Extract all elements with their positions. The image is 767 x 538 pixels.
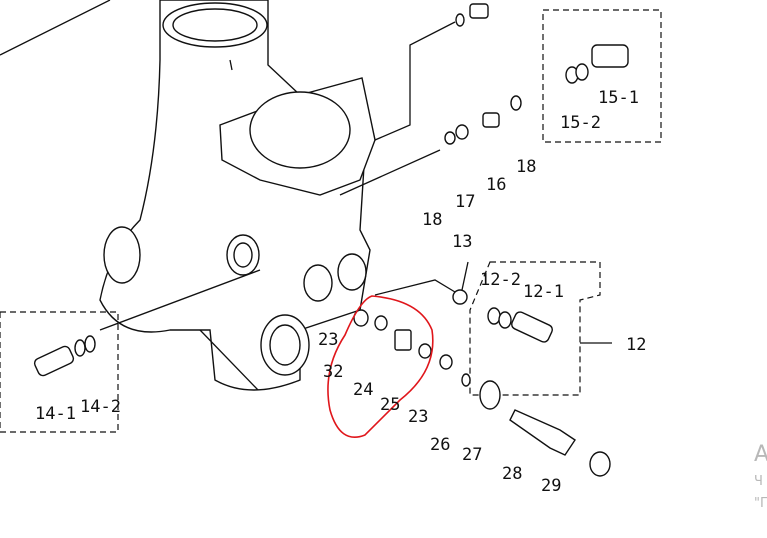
label-23a: 23 — [318, 330, 338, 350]
group-12-box — [469, 261, 601, 396]
watermark-line2: Ч — [754, 474, 763, 489]
label-12-1: 12-1 — [523, 282, 564, 302]
label-25: 25 — [380, 395, 400, 415]
housing — [0, 0, 376, 391]
label-17: 17 — [455, 192, 475, 212]
label-15-2: 15-2 — [560, 113, 601, 133]
label-14-2: 14-2 — [80, 397, 121, 417]
label-29: 29 — [541, 476, 561, 496]
label-23b: 23 — [408, 407, 428, 427]
small-parts — [33, 3, 629, 477]
label-32: 32 — [323, 362, 343, 382]
label-12: 12 — [626, 335, 646, 355]
label-16: 16 — [486, 175, 506, 195]
label-13: 13 — [452, 232, 472, 252]
leader-lines — [99, 21, 612, 344]
watermark-line1: А — [754, 442, 767, 467]
label-18b: 18 — [422, 210, 442, 230]
label-18a: 18 — [516, 157, 536, 177]
label-12-2: 12-2 — [480, 270, 521, 290]
label-15-1: 15-1 — [598, 88, 639, 108]
label-27: 27 — [462, 445, 482, 465]
group-15-box — [542, 9, 662, 143]
highlight-circle — [327, 295, 434, 438]
label-14-1: 14-1 — [35, 404, 76, 424]
watermark-line3: "Г — [754, 496, 767, 511]
label-24: 24 — [353, 380, 373, 400]
label-28: 28 — [502, 464, 522, 484]
label-26: 26 — [430, 435, 450, 455]
